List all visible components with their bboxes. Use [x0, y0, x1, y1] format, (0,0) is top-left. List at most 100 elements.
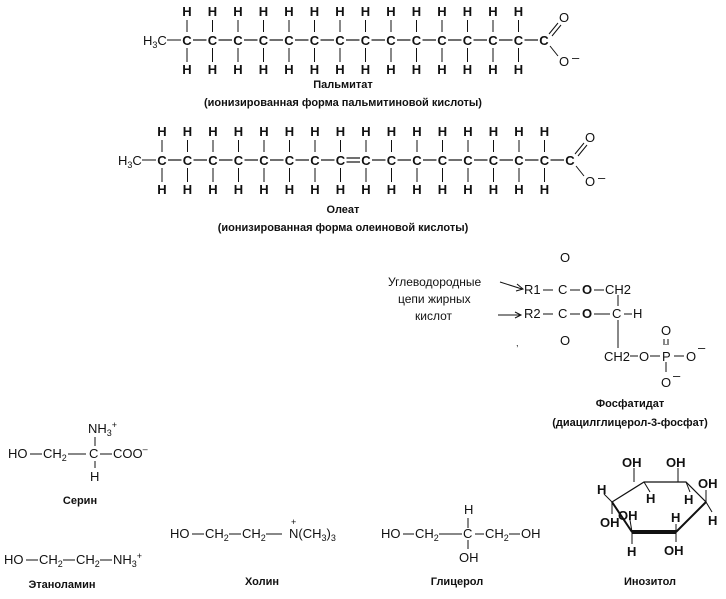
choline-ch2-1: CH2 — [205, 526, 229, 543]
ester-o-2: O — [582, 306, 592, 321]
palmitate-h-bot-8: H — [361, 62, 370, 77]
palmitate-h3c: H3C — [143, 33, 167, 50]
charge-minus-2: – — [673, 368, 681, 383]
palmitate-carboxyl-o1: O — [559, 10, 569, 25]
oleate-h-top-10: H — [387, 124, 396, 139]
oleate-c-3: C — [208, 153, 218, 168]
palmitate-c-13: C — [488, 33, 498, 48]
oleate-h-top-9: H — [361, 124, 370, 139]
palmitate-c-9: C — [386, 33, 396, 48]
oleate-h-top-14: H — [489, 124, 498, 139]
carbonyl-o-1: O — [560, 250, 570, 265]
serine-ch2: CH2 — [43, 446, 67, 463]
palmitate-h-bot-14: H — [514, 62, 523, 77]
phosphatidate-title: Фосфатидат — [596, 398, 665, 410]
palmitate-c-5: C — [284, 33, 294, 48]
glycerol-oh-bottom: OH — [459, 550, 479, 565]
oleate-h-bot-5: H — [259, 182, 268, 197]
oleate-c-9: C — [361, 153, 371, 168]
palmitate-c-4: C — [259, 33, 269, 48]
inositol-h-1: H — [646, 491, 655, 506]
palmitate-c-10: C — [412, 33, 422, 48]
palmitate-h-bot-10: H — [412, 62, 421, 77]
oleate-h-top-6: H — [285, 124, 294, 139]
oleate-h-top-12: H — [438, 124, 447, 139]
palmitate-h-bot-6: H — [310, 62, 319, 77]
palmitate-h-bot-11: H — [437, 62, 446, 77]
oleate-h-bot-6: H — [285, 182, 294, 197]
r1-label: R1 — [524, 282, 541, 297]
oleate-h-top-4: H — [234, 124, 243, 139]
ethanolamine-nh3: NH3+ — [113, 551, 142, 569]
oleate-h-top-16: H — [540, 124, 549, 139]
glycerol-c2: C — [612, 306, 621, 321]
stray-mark: , — [516, 338, 519, 348]
oleate-c-10: C — [387, 153, 397, 168]
glycerol-title: Глицерол — [431, 576, 483, 588]
oleate-c-1: C — [157, 153, 167, 168]
oleate-c-7: C — [310, 153, 320, 168]
palmitate-h-bot-4: H — [259, 62, 268, 77]
choline-structure: HO CH2 CH2 + N(CH3)3 — [170, 517, 336, 543]
oleate-h-bot-4: H — [234, 182, 243, 197]
oleate-c-15: C — [514, 153, 524, 168]
serine-nh3: NH3+ — [88, 420, 117, 438]
palmitate-h-top-3: H — [233, 4, 242, 19]
oleate-h-bot-8: H — [336, 182, 345, 197]
ester-c-2: C — [558, 306, 567, 321]
inositol-oh-2: OH — [666, 455, 686, 470]
inositol-oh-5: OH — [618, 508, 638, 523]
palmitate-h-top-14: H — [514, 4, 523, 19]
oleate-c-5: C — [259, 153, 269, 168]
oleate-c-2: C — [183, 153, 193, 168]
palmitate-subtitle: (ионизированная форма пальмитиновой кисл… — [204, 97, 482, 109]
oleate-h-bot-13: H — [463, 182, 472, 197]
palmitate-c-11: C — [437, 33, 447, 48]
oleate-c-6: C — [285, 153, 295, 168]
r2-label: R2 — [524, 306, 541, 321]
oleate-c-14: C — [489, 153, 499, 168]
palmitate-h-bot-5: H — [284, 62, 293, 77]
inositol-h-4: H — [708, 513, 717, 528]
annotation-line-1: Углеводородные — [388, 275, 482, 289]
oleate-h-top-11: H — [412, 124, 421, 139]
palmitate-h-bot-13: H — [488, 62, 497, 77]
palmitate-h-top-6: H — [310, 4, 319, 19]
palmitate-carboxyl-o2: O — [559, 54, 569, 69]
oleate-subtitle: (ионизированная форма олеиновой кислоты) — [218, 222, 469, 234]
ch2-top: CH2 — [605, 282, 631, 297]
palmitate-h-top-11: H — [437, 4, 446, 19]
inositol-structure: OH OH H H H OH OH H OH H H OH — [597, 455, 718, 559]
palmitate-h-bot-1: H — [182, 62, 191, 77]
phosphate-o: O — [639, 349, 649, 364]
palmitate-c-6: C — [310, 33, 320, 48]
inositol-oh-3: OH — [600, 515, 620, 530]
inositol-h-3: H — [597, 482, 606, 497]
glycerol-oh-right: OH — [521, 526, 541, 541]
palmitate-h-top-13: H — [488, 4, 497, 19]
palmitate-h-top-10: H — [412, 4, 421, 19]
ester-o-1: O — [582, 282, 592, 297]
inositol-oh-1: OH — [622, 455, 642, 470]
oleate-h-bot-3: H — [208, 182, 217, 197]
oleate-c-13: C — [463, 153, 473, 168]
palmitate-h-top-7: H — [335, 4, 344, 19]
oleate-h-top-8: H — [336, 124, 345, 139]
serine-c: C — [89, 446, 98, 461]
oleate-h-bot-14: H — [489, 182, 498, 197]
inositol-oh-6: OH — [664, 543, 684, 558]
ethanolamine-ch2-2: CH2 — [76, 552, 100, 569]
palmitate-charge: – — [572, 50, 580, 65]
palmitate-h-top-12: H — [463, 4, 472, 19]
oleate-h-top-15: H — [514, 124, 523, 139]
oleate-h-bot-1: H — [157, 182, 166, 197]
glycerol-h-top: H — [464, 502, 473, 517]
ethanolamine-ch2-1: CH2 — [39, 552, 63, 569]
inositol-h-5: H — [627, 544, 636, 559]
ethanolamine-title: Этаноламин — [28, 579, 95, 591]
oleate-h-bot-2: H — [183, 182, 192, 197]
ester-c-1: C — [558, 282, 567, 297]
oleate-c-11: C — [412, 153, 422, 168]
oleate-c-8: C — [336, 153, 346, 168]
